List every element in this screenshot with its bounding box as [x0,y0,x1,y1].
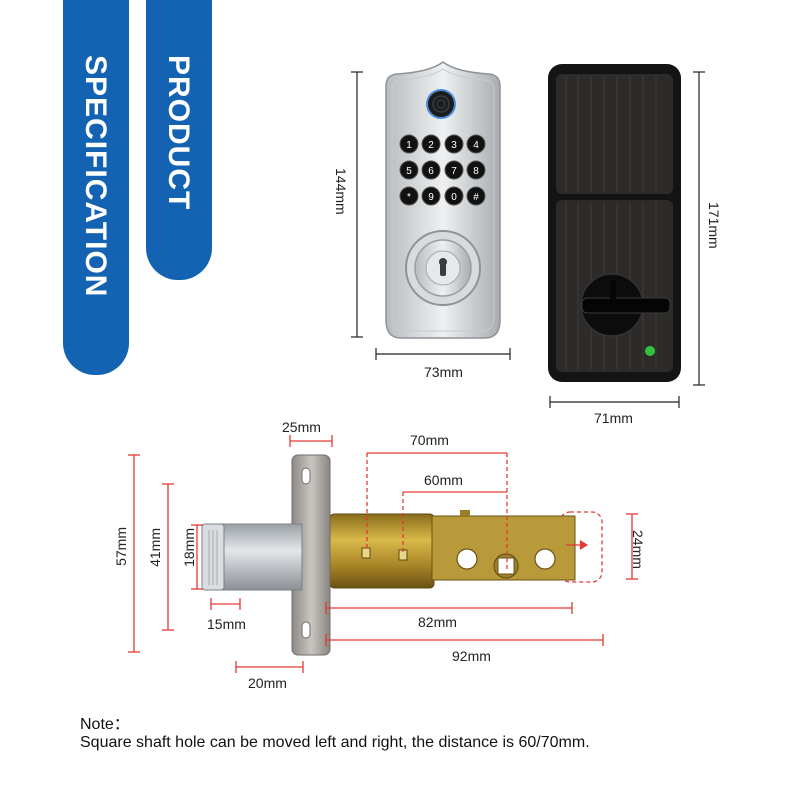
keypad-key-label: 3 [451,140,457,151]
keypad-key[interactable]: 6 [421,160,441,180]
keypad-key[interactable]: 0 [444,186,464,206]
keypad-key[interactable]: # [466,186,486,206]
front-height-label: 144mm [333,168,349,215]
latch-18-label: 18mm [181,528,197,567]
latch-70-label: 70mm [410,432,449,448]
latch-41-label: 41mm [147,528,163,567]
latch-57-label: 57mm [113,527,129,566]
keypad-key-label: 1 [406,140,412,151]
product-label: PRODUCT [162,55,195,211]
specification-label: SPECIFICATION [79,55,112,298]
slide-arrow-icon [580,540,588,550]
keypad-key-label: 4 [473,140,479,151]
latch-24-label: 24mm [630,530,646,569]
latch-15-label: 15mm [207,616,246,632]
latch-60-label: 60mm [424,472,463,488]
keypad-key-label: 0 [451,192,457,203]
latch-assembly [201,454,603,656]
latch-20-label: 20mm [248,675,287,691]
keypad-key-label: 9 [428,192,434,203]
latch-82-label: 82mm [418,614,457,630]
keypad-key[interactable]: * [399,186,419,206]
keypad-key[interactable]: 5 [399,160,419,180]
front-height-dimension [351,71,363,338]
front-width-label: 73mm [424,364,463,380]
front-keypad-lock: 1 2 3 4 5 6 7 8 * 9 0 # [385,61,501,339]
note-title: Note： [80,716,130,733]
product-tab [146,0,212,280]
keypad-key-label: 7 [451,166,457,177]
keypad-key-label: # [473,192,479,203]
keypad-key[interactable]: 9 [421,186,441,206]
back-width-label: 71mm [594,410,633,426]
keypad-key[interactable]: 4 [466,134,486,154]
keypad-key-label: 5 [406,166,412,177]
keypad-key-label: * [407,192,411,203]
latch-dimension-lines [128,435,638,673]
back-width-dimension [549,396,680,408]
keypad-key[interactable]: 2 [421,134,441,154]
keypad-key[interactable]: 7 [444,160,464,180]
keypad-key-label: 2 [428,140,434,151]
keypad-key[interactable]: 1 [399,134,419,154]
keypad-key-label: 8 [473,166,479,177]
back-lock [548,64,681,382]
note-text: Square shaft hole can be moved left and … [80,734,590,751]
keypad-key[interactable]: 8 [466,160,486,180]
latch-25-label: 25mm [282,419,321,435]
latch-92-label: 92mm [452,648,491,664]
back-height-dimension [693,71,705,386]
specification-tab [63,0,129,375]
keypad-key-label: 6 [428,166,434,177]
keypad: 1 2 3 4 5 6 7 8 * 9 0 # [399,134,486,206]
front-width-dimension [375,348,511,360]
back-height-label: 171mm [706,202,722,249]
keypad-key[interactable]: 3 [444,134,464,154]
